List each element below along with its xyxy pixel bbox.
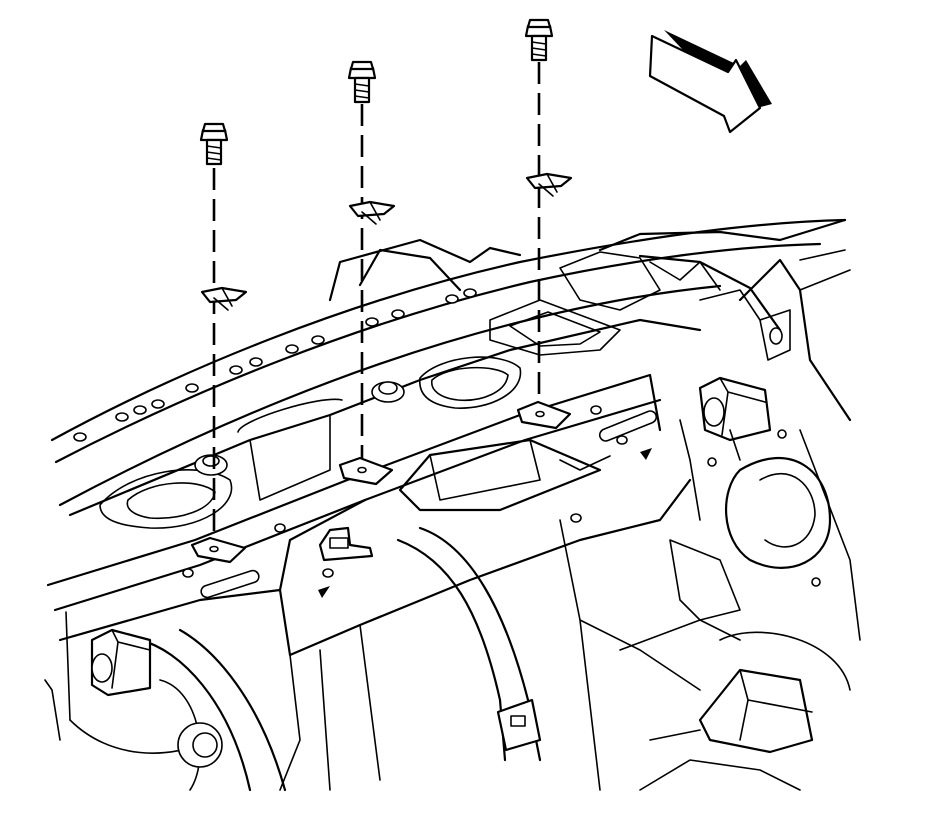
clip-middle-icon: [348, 200, 396, 225]
bolt-left-icon: [199, 122, 229, 166]
arrow-front-icon: [648, 30, 772, 134]
clip-right-icon: [525, 172, 573, 197]
bolt-right-icon: [524, 18, 554, 62]
bolt-middle-icon: [347, 60, 377, 104]
bolt-right: [524, 18, 573, 402]
body-panel: [50, 218, 847, 529]
seat-belt: [138, 526, 542, 792]
mounting-tabs: [190, 400, 572, 564]
shelf-holes: [73, 288, 477, 442]
lower-structure: [44, 249, 861, 791]
clip-left-icon: [200, 286, 248, 311]
cross-member: [46, 373, 692, 657]
bolt-middle: [347, 60, 396, 458]
bolt-left: [199, 122, 248, 540]
